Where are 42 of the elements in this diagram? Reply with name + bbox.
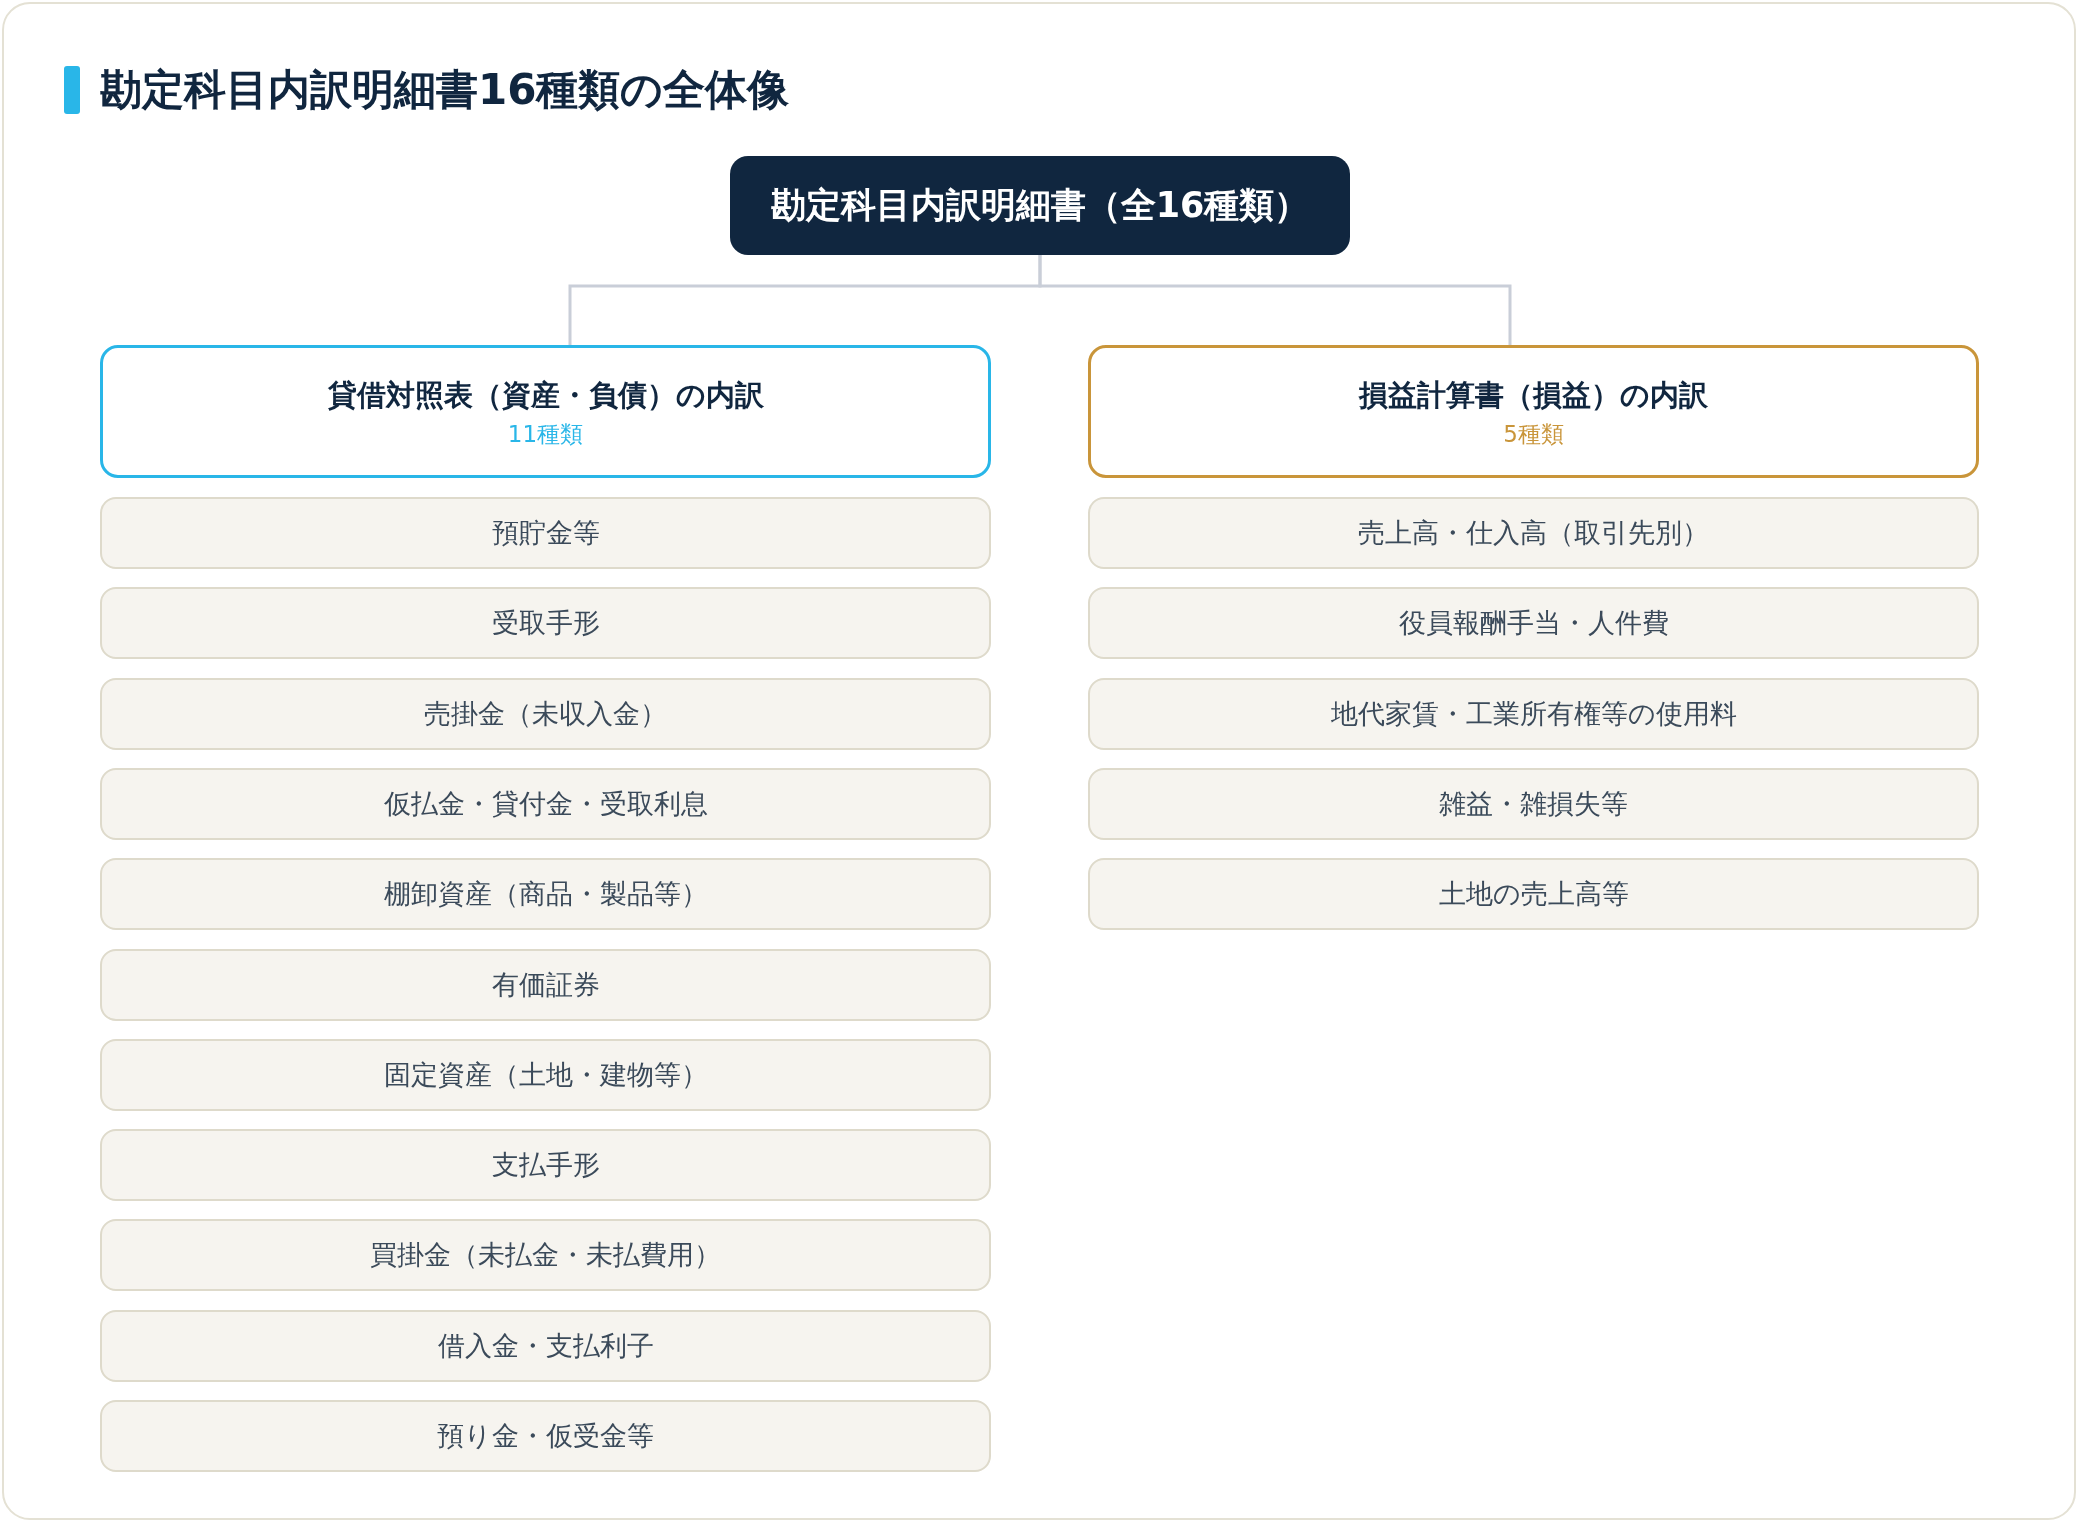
account-item-text: 預貯金等 xyxy=(491,516,600,550)
category-panel xyxy=(1088,345,1979,478)
account-item-text: 売上高・仕入高（取引先別） xyxy=(1358,516,1709,550)
account-item-text: 雑益・雑損失等 xyxy=(1439,786,1628,821)
account-item-text: 預り金・仮受金等 xyxy=(437,1419,654,1453)
account-item-panel xyxy=(1088,587,1979,660)
account-item-panel xyxy=(100,677,991,750)
account-item-text: 借入金・支払利子 xyxy=(437,1328,654,1363)
category-count: 5種類 xyxy=(1503,419,1564,448)
account-item-text: 棚卸資産（商品・製品等） xyxy=(383,877,708,912)
root-heading-panel xyxy=(730,156,1350,255)
account-item-panel xyxy=(1088,858,1979,931)
account-item-text: 土地の売上高等 xyxy=(1438,877,1629,912)
account-item-panel xyxy=(100,1219,991,1292)
account-item-panel xyxy=(1088,497,1979,569)
category-title: 損益計算書（損益）の内訳 xyxy=(1359,376,1708,414)
account-item-panel xyxy=(100,858,991,931)
category-title: 貸借対照表（資産・負債）の内訳 xyxy=(327,376,764,414)
account-item-text: 受取手形 xyxy=(491,606,600,641)
account-item-text: 支払手形 xyxy=(491,1148,600,1183)
diagram-title: 勘定科目内訳明細書16種類の全体像 xyxy=(100,64,790,116)
account-item-text: 役員報酬手当・人件費 xyxy=(1398,606,1669,641)
category-panel xyxy=(100,345,991,478)
account-item-panel xyxy=(100,1129,991,1202)
account-item-panel xyxy=(100,948,991,1021)
account-item-panel xyxy=(100,1400,991,1472)
account-item-text: 買掛金（未払金・未払費用） xyxy=(370,1238,721,1273)
account-item-text: 仮払金・貸付金・受取利息 xyxy=(383,786,708,821)
account-item-panel xyxy=(100,767,991,840)
account-item-text: 売掛金（未収入金） xyxy=(424,696,667,731)
account-item-panel xyxy=(1088,767,1979,840)
account-item-panel xyxy=(1088,677,1979,750)
account-item-text: 固定資産（土地・建物等） xyxy=(383,1057,708,1092)
connector-line xyxy=(1038,255,1512,345)
account-item-panel xyxy=(100,497,991,569)
category-count: 11種類 xyxy=(507,419,584,448)
root-heading-text: 勘定科目内訳明細書（全16種類） xyxy=(770,184,1310,227)
account-item-panel xyxy=(100,587,991,660)
account-item-text: 有価証券 xyxy=(491,967,600,1002)
account-item-panel xyxy=(100,1309,991,1382)
account-item-text: 地代家賃・工業所有権等の使用料 xyxy=(1330,696,1737,731)
account-item-panel xyxy=(100,1038,991,1111)
